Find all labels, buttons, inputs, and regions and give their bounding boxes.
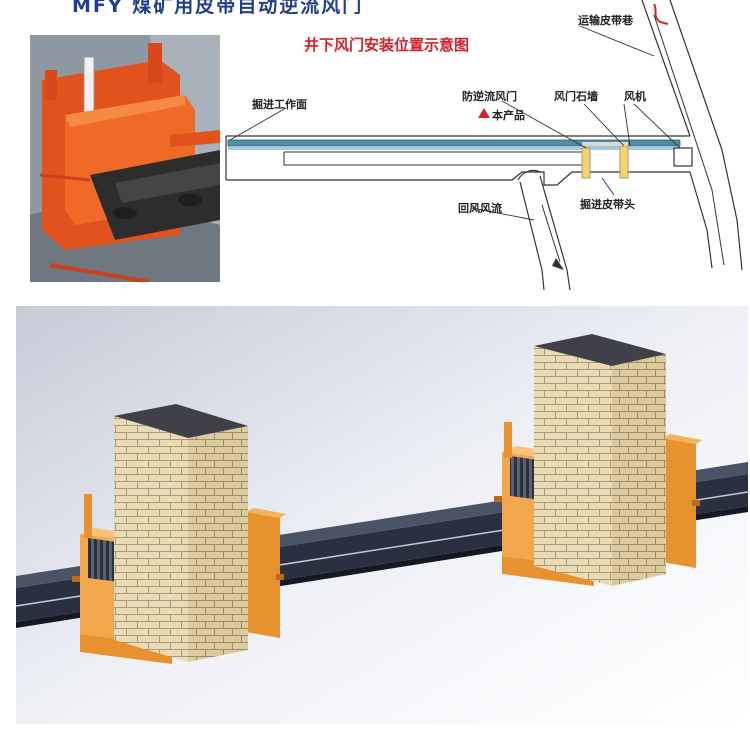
right-brick-pillar [534,346,612,586]
product-photo [30,35,220,282]
stone-wall-door-shape [619,145,629,179]
installation-schematic: 井下风门安装位置示意图 [222,0,750,291]
label-excavation-belt-head: 掘进皮带头 [580,197,635,211]
render-3d [15,306,749,724]
label-excavation-face: 掘进工作面 [252,97,307,111]
product-photo-illustration [30,35,220,282]
left-brick-pillar [114,416,188,662]
label-door-stone-wall: 风门石墙 [554,89,598,103]
anti-backflow-door-shape [581,147,591,179]
label-anti-backflow-door: 防逆流风门 [462,89,517,103]
schematic-title: 井下风门安装位置示意图 [304,36,469,54]
header-title: MFY 煤矿用皮带自动逆流风门 [72,0,364,14]
label-this-product: 本产品 [492,108,525,122]
label-transport-belt-lane: 运输皮带巷 [578,13,634,27]
label-fan: 风机 [624,89,646,103]
schematic-drawing: 井下风门安装位置示意图 [225,0,743,291]
header-strip: MFY 煤矿用皮带自动逆流风门 [0,0,750,14]
product-marker-icon [478,108,490,118]
render-3d-illustration [15,306,749,724]
label-return-air-flow: 回风风流 [458,201,502,215]
